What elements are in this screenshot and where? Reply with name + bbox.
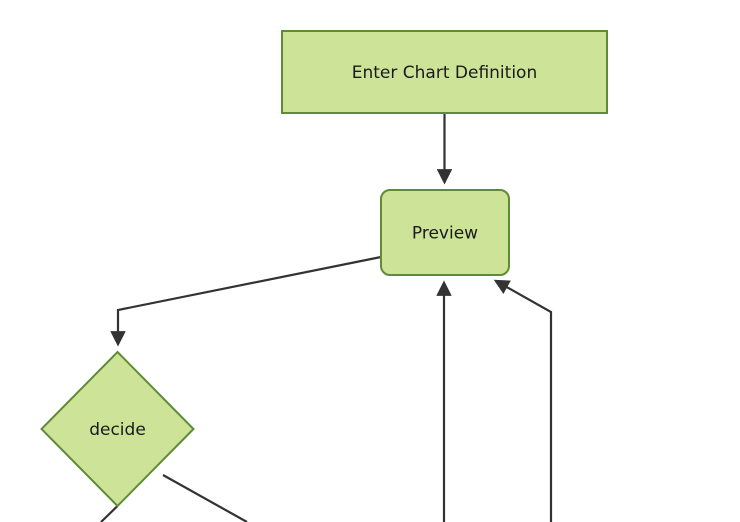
node-decide-label: decide (89, 420, 146, 440)
node-enter-chart-definition-shape[interactable] (281, 30, 608, 114)
edge-decide-bottom-right (162, 474, 248, 522)
edge-bottom-right-to-preview (493, 279, 553, 522)
edge-layer (100, 113, 553, 522)
node-enter-chart-definition-label: Enter Chart Definition (352, 63, 537, 83)
node-preview[interactable]: Preview (380, 189, 510, 276)
node-decide-shape[interactable] (40, 350, 195, 508)
node-decide[interactable]: decide (40, 350, 195, 508)
edge-decide-bottom-left (100, 505, 119, 522)
node-preview-label: Preview (412, 224, 478, 244)
node-enter-chart-definition[interactable]: Enter Chart Definition (281, 30, 608, 114)
node-preview-shape[interactable] (380, 189, 510, 276)
edge-preview-to-decide (110, 255, 382, 347)
